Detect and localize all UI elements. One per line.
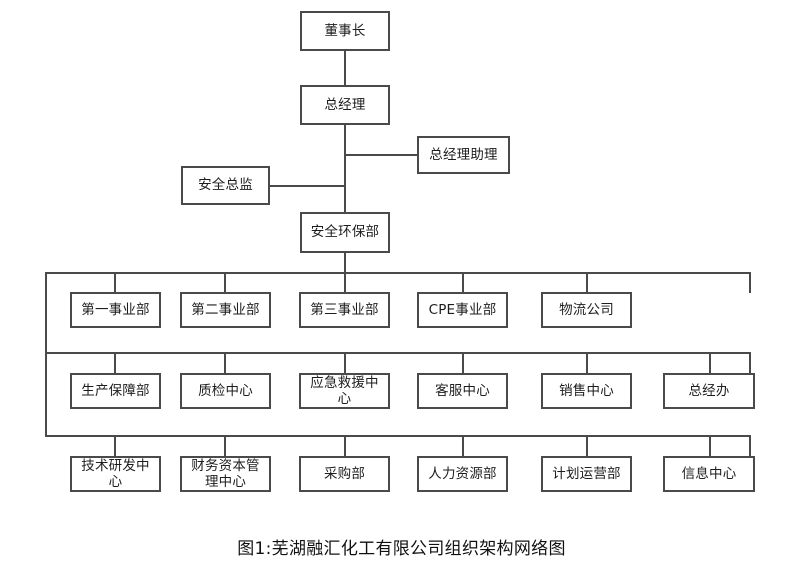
node-human-resources[interactable]: 人力资源部 xyxy=(417,456,508,492)
bus3-right-endcap xyxy=(749,435,751,456)
bus1-drop-division-1 xyxy=(114,272,116,293)
bus3-drop-planning-operations xyxy=(586,435,588,456)
node-customer-service-label: 客服中心 xyxy=(435,382,490,399)
bus1-right-endcap xyxy=(749,272,751,293)
connector-chairman-to-gm xyxy=(344,50,346,85)
node-general-manager[interactable]: 总经理 xyxy=(300,85,390,125)
node-gm-assistant[interactable]: 总经理助理 xyxy=(417,136,510,174)
node-gm-office-label: 总经办 xyxy=(688,382,730,399)
node-sales-center-label: 销售中心 xyxy=(559,382,614,399)
connector-gm-to-safety-director xyxy=(269,185,346,187)
node-division-3-label: 第三事业部 xyxy=(310,301,379,318)
node-logistics-company-label: 物流公司 xyxy=(559,301,614,318)
node-quality-center-label: 质检中心 xyxy=(198,382,253,399)
node-division-1[interactable]: 第一事业部 xyxy=(70,292,161,328)
node-rnd-center[interactable]: 技术研发中心 xyxy=(70,456,161,492)
node-division-2-label: 第二事业部 xyxy=(191,301,260,318)
bus1-drop-division-cpe xyxy=(462,272,464,293)
bus2-drop-customer-service xyxy=(462,352,464,373)
bus1-drop-division-3 xyxy=(344,272,346,293)
node-information-center[interactable]: 信息中心 xyxy=(663,456,755,492)
node-emergency-rescue-label: 应急救援中心 xyxy=(310,374,379,407)
org-chart-canvas: 董事长 总经理 总经理助理 安全总监 安全环保部 第一事业部 第二事业部 第三事… xyxy=(45,11,755,492)
node-division-cpe[interactable]: CPE事业部 xyxy=(417,292,508,328)
node-sales-center[interactable]: 销售中心 xyxy=(541,373,632,409)
node-division-1-label: 第一事业部 xyxy=(81,301,150,318)
bus3-drop-procurement xyxy=(344,435,346,456)
bus3-drop-rnd-center xyxy=(114,435,116,456)
node-procurement-label: 采购部 xyxy=(323,465,366,482)
bus-bar-centers xyxy=(45,352,751,354)
node-production-support[interactable]: 生产保障部 xyxy=(70,373,161,409)
node-customer-service[interactable]: 客服中心 xyxy=(417,373,508,409)
bus3-drop-finance-capital xyxy=(224,435,226,456)
node-human-resources-label: 人力资源部 xyxy=(428,465,497,482)
node-chairman-label: 董事长 xyxy=(324,22,366,39)
node-emergency-rescue[interactable]: 应急救援中心 xyxy=(299,373,390,409)
node-production-support-label: 生产保障部 xyxy=(81,382,150,399)
connector-gm-spine xyxy=(344,124,346,212)
bus2-drop-emergency-rescue xyxy=(344,352,346,373)
node-planning-operations[interactable]: 计划运营部 xyxy=(541,456,632,492)
bus1-drop-division-2 xyxy=(224,272,226,293)
bus3-drop-human-resources xyxy=(462,435,464,456)
bus2-drop-production-support xyxy=(114,352,116,373)
node-planning-operations-label: 计划运营部 xyxy=(552,465,621,482)
node-safety-director[interactable]: 安全总监 xyxy=(181,166,270,205)
node-finance-capital[interactable]: 财务资本管理中心 xyxy=(180,456,271,492)
node-procurement[interactable]: 采购部 xyxy=(299,456,390,492)
figure-caption: 图1:芜湖融汇化工有限公司组织架构网络图 xyxy=(237,539,566,559)
connector-safetyenv-to-bus1 xyxy=(344,252,346,273)
node-rnd-center-label: 技术研发中心 xyxy=(81,457,150,490)
bus-bar-departments xyxy=(45,435,751,437)
node-gm-office[interactable]: 总经办 xyxy=(663,373,755,409)
left-spine xyxy=(45,272,47,437)
node-finance-capital-label: 财务资本管理中心 xyxy=(191,457,260,490)
node-information-center-label: 信息中心 xyxy=(681,465,737,482)
node-quality-center[interactable]: 质检中心 xyxy=(180,373,271,409)
node-safety-env-dept[interactable]: 安全环保部 xyxy=(300,212,390,253)
bus1-drop-logistics xyxy=(586,272,588,293)
bus-bar-divisions xyxy=(45,272,751,274)
bus2-drop-gm-office xyxy=(709,352,711,373)
node-logistics-company[interactable]: 物流公司 xyxy=(541,292,632,328)
node-division-3[interactable]: 第三事业部 xyxy=(299,292,390,328)
bus2-drop-quality-center xyxy=(224,352,226,373)
bus3-drop-information-center xyxy=(709,435,711,456)
node-safety-director-label: 安全总监 xyxy=(198,177,253,194)
bus2-right-endcap xyxy=(749,352,751,373)
node-division-cpe-label: CPE事业部 xyxy=(428,301,497,318)
node-safety-env-dept-label: 安全环保部 xyxy=(310,224,380,241)
node-chairman[interactable]: 董事长 xyxy=(300,11,390,51)
node-gm-assistant-label: 总经理助理 xyxy=(429,146,498,163)
connector-gm-to-assistant xyxy=(344,154,418,156)
node-general-manager-label: 总经理 xyxy=(324,96,366,113)
bus2-drop-sales-center xyxy=(586,352,588,373)
node-division-2[interactable]: 第二事业部 xyxy=(180,292,271,328)
